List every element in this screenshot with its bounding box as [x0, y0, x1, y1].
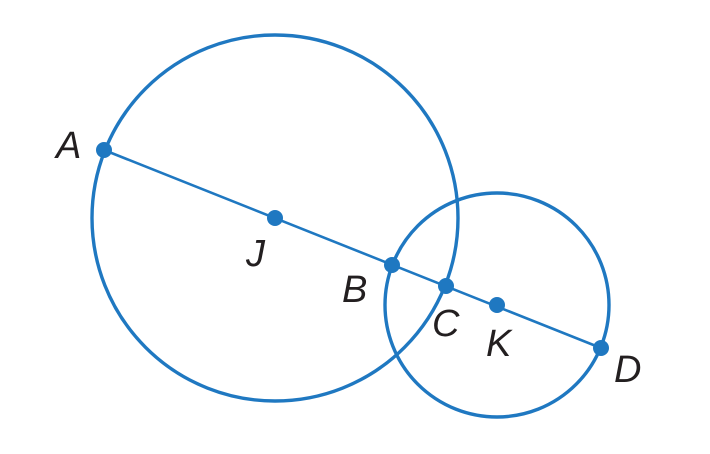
label-b: B: [342, 269, 367, 311]
point-c: [438, 278, 454, 294]
point-k: [489, 297, 505, 313]
label-a: A: [54, 125, 81, 167]
label-j: J: [245, 233, 266, 275]
point-a: [96, 142, 112, 158]
segment-ad: [102, 148, 603, 350]
point-b: [384, 257, 400, 273]
circle-k: [383, 191, 611, 419]
label-k: K: [486, 323, 513, 365]
point-d: [593, 340, 609, 356]
label-d: D: [614, 349, 641, 391]
circle-j: [90, 33, 460, 403]
label-c: C: [432, 303, 460, 345]
point-j: [267, 210, 283, 226]
